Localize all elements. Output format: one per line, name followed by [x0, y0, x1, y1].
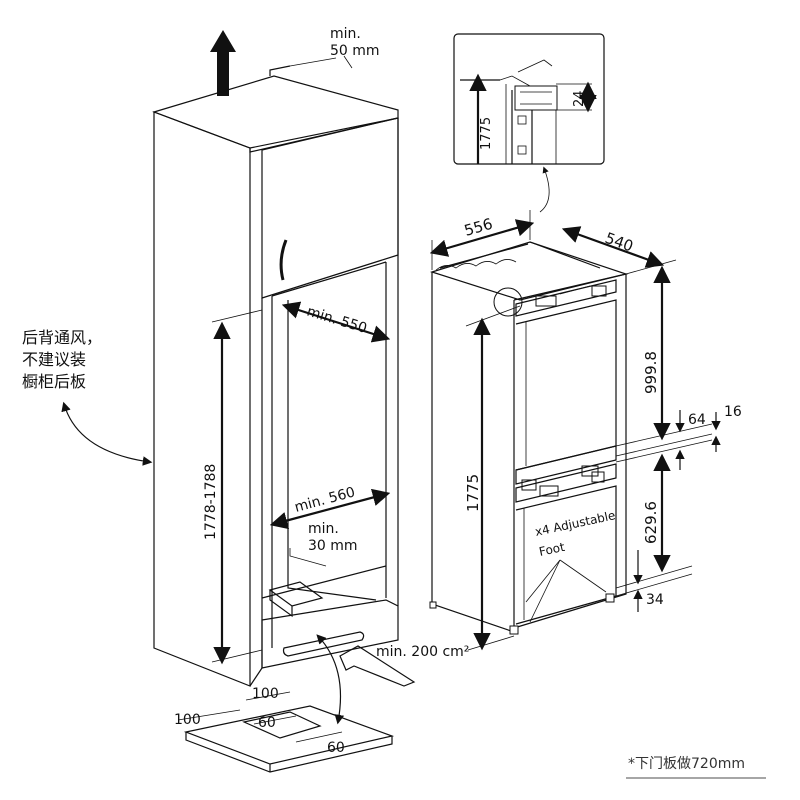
ventilation-callout: 后背通风， 不建议装 橱柜后板 — [22, 328, 153, 466]
foot-gap: 34 — [646, 592, 664, 608]
callout-line-2: 不建议装 — [22, 350, 86, 369]
gap-64: 64 — [688, 412, 706, 428]
side-gap-label: min. — [308, 521, 339, 537]
vent-area-label: min. 200 cm² — [376, 644, 469, 660]
fridge-dimensions: 556 540 1775 999.8 64 16 629.6 34 x4 A — [429, 210, 742, 651]
inset-gap: 24 — [572, 90, 587, 107]
fridge-depth: 540 — [603, 229, 636, 256]
gap-16: 16 — [724, 404, 742, 420]
footnote: *下门板做720mm — [628, 756, 745, 772]
cabinet — [152, 30, 399, 687]
airflow-up-arrow — [210, 30, 236, 96]
callout-line-3: 橱柜后板 — [22, 372, 86, 391]
inset-height: 1775 — [479, 117, 494, 150]
top-gap-label: min. — [330, 26, 361, 42]
cabinet-dimensions: min. 50 mm min. 550 1778-1788 min. 560 m… — [203, 26, 469, 687]
top-door-height: 999.8 — [642, 351, 660, 394]
plate-dim-2: 100 — [174, 712, 201, 728]
plate-dim-3: 60 — [258, 715, 276, 731]
base-plate: 100 100 60 60 — [174, 634, 395, 773]
inner-width-top: min. 550 — [305, 304, 369, 337]
bottom-door-height: 629.6 — [642, 501, 660, 544]
fridge-height: 1775 — [464, 474, 482, 512]
height-range: 1778-1788 — [203, 464, 219, 540]
callout-line-1: 后背通风， — [22, 328, 102, 347]
plate-dim-4: 60 — [327, 740, 345, 756]
detail-inset: 1775 24 — [453, 33, 605, 213]
plate-dim-1: 100 — [252, 686, 279, 702]
feet-label-1: x4 Adjustable — [534, 508, 617, 539]
side-gap-value: 30 mm — [308, 538, 358, 554]
feet-label-2: Foot — [538, 540, 566, 559]
top-gap-value: 50 mm — [330, 43, 380, 59]
fridge — [429, 241, 629, 635]
